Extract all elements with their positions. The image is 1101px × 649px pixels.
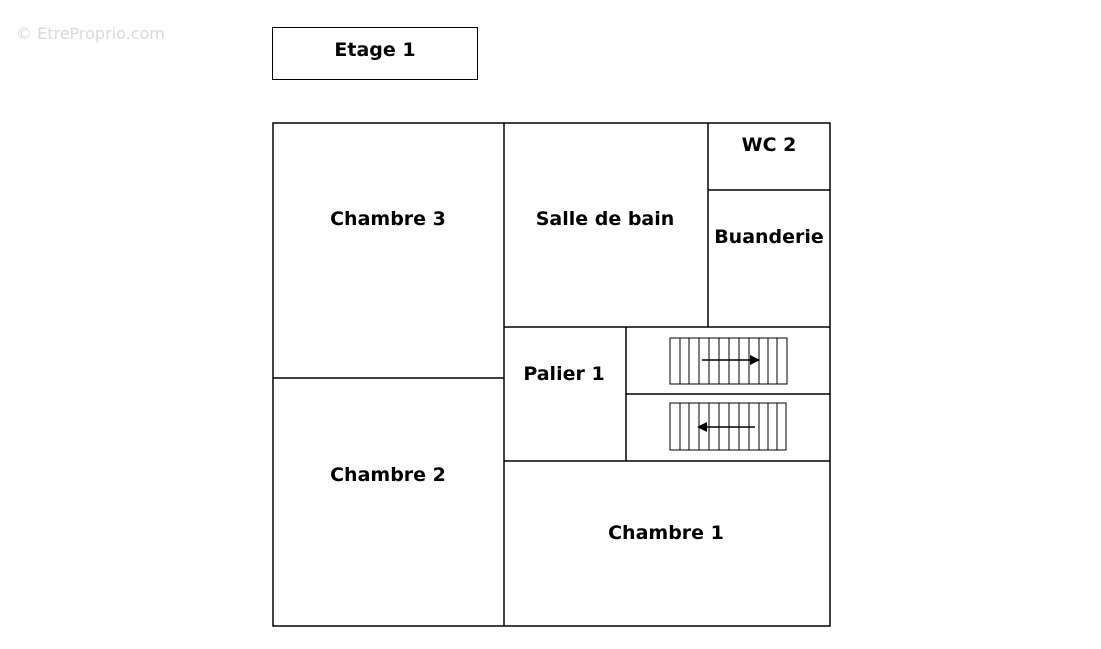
stair-arrow-right-icon [702,355,760,365]
floor-title-box [272,27,478,80]
room-label-chambre3: Chambre 3 [330,208,446,230]
room-label-chambre2: Chambre 2 [330,464,446,486]
floor-title: Etage 1 [334,39,416,61]
stair-flight-up [669,337,788,385]
watermark: © EtreProprio.com [16,24,165,43]
room-label-buanderie: Buanderie [714,226,824,248]
room-label-salle-de-bain: Salle de bain [535,208,675,230]
room-label-chambre1: Chambre 1 [608,522,724,544]
room-label-wc2: WC 2 [741,134,797,156]
plan-outline [272,122,831,627]
stair-arrow-left-icon [697,422,755,432]
room-label-palier1: Palier 1 [523,363,605,385]
